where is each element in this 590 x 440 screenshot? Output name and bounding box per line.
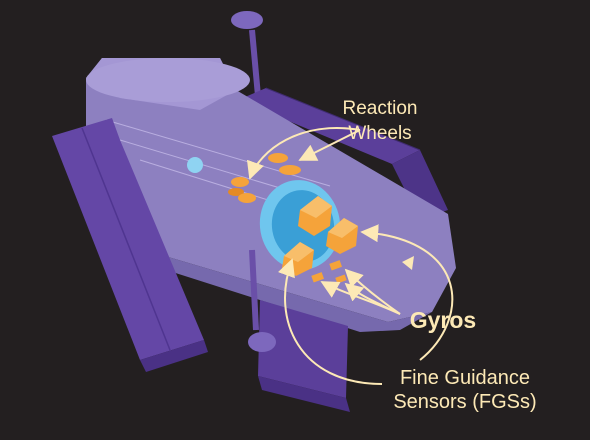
reaction-wheels [228, 153, 301, 203]
solar-panel-back [238, 87, 448, 220]
reaction-wheels-label-line1: Reaction [342, 98, 418, 119]
fine-guidance-sensors [282, 196, 358, 276]
fgs-label: Fine Guidance Sensors (FGSs) [360, 366, 570, 414]
aperture-port [187, 157, 203, 173]
pointer-arrows [246, 127, 454, 385]
solar-panel-front [52, 118, 208, 372]
fgs-label-line1: Fine Guidance [399, 367, 531, 389]
antenna-bottom [248, 249, 276, 352]
reaction-wheels-label: Reaction Wheels [320, 96, 440, 146]
marker-arrowhead [402, 256, 414, 270]
reaction-wheels-label-line2: Wheels [348, 123, 412, 144]
solar-panel-right [258, 300, 350, 412]
gyros-label: Gyros [409, 307, 477, 333]
fgs-label-line2: Sensors (FGSs) [393, 391, 537, 413]
